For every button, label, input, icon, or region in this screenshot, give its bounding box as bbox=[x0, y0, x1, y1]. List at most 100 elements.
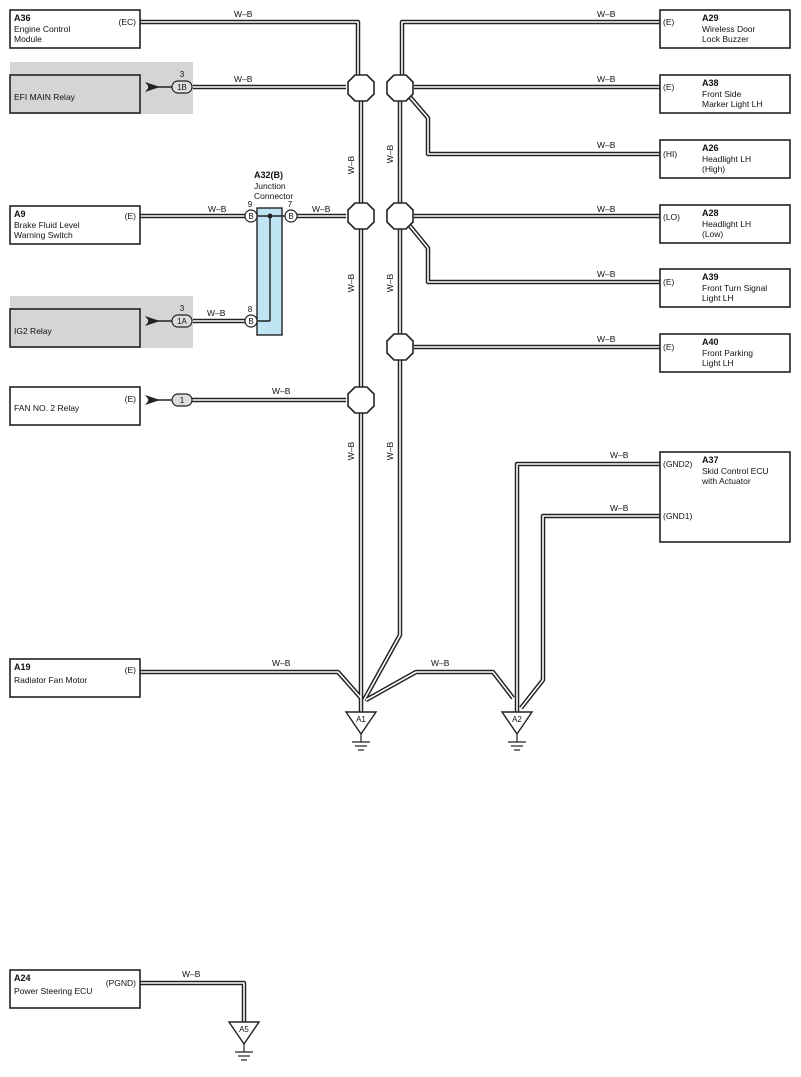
component-name: Lock Buzzer bbox=[702, 34, 749, 44]
wire-a19 bbox=[140, 669, 363, 700]
wire-a29 bbox=[399, 19, 660, 76]
wire-a1-a2 bbox=[364, 669, 515, 702]
component-code: A40 bbox=[702, 337, 719, 347]
component-name: Engine Control bbox=[14, 24, 70, 34]
wire-label: W–B bbox=[597, 269, 616, 279]
component-name: Front Turn Signal bbox=[702, 283, 767, 293]
component-pin: (LO) bbox=[663, 212, 680, 222]
component-name: Power Steering ECU bbox=[14, 986, 92, 996]
component-code: A39 bbox=[702, 272, 719, 282]
wire-label: W–B bbox=[431, 658, 450, 668]
connector-pin-number: 3 bbox=[180, 304, 185, 313]
component-code: A32(B) bbox=[254, 170, 283, 180]
wire-label: W–B bbox=[610, 503, 629, 513]
component-pin: (PGND) bbox=[106, 978, 136, 988]
wire-a37-gnd1 bbox=[519, 513, 660, 710]
component-a36: A36 Engine Control Module (EC) bbox=[9, 9, 141, 49]
splice-point bbox=[347, 74, 375, 102]
wire-label: W–B bbox=[208, 204, 227, 214]
component-a40: (E) A40 Front Parking Light LH bbox=[659, 333, 791, 373]
wire-label: W–B bbox=[597, 9, 616, 19]
wire-label: W–B bbox=[272, 386, 291, 396]
component-fan-no2-relay: FAN NO. 2 Relay (E) 1 bbox=[9, 386, 193, 426]
ground-a2: A2 bbox=[500, 711, 534, 751]
connector-label: 1 bbox=[180, 396, 185, 405]
wire-label-group: W–B W–B W–B W–B W–B W–B W–B W–B W–B W–B … bbox=[182, 9, 629, 979]
wire-label: W–B bbox=[234, 9, 253, 19]
component-name: Marker Light LH bbox=[702, 99, 762, 109]
component-name: Module bbox=[14, 34, 42, 44]
component-pin: (E) bbox=[663, 277, 675, 287]
component-name: Radiator Fan Motor bbox=[14, 675, 87, 685]
connector-label: 1B bbox=[177, 83, 187, 92]
wire-label: W–B bbox=[346, 155, 356, 174]
connector-pin bbox=[171, 314, 193, 328]
component-pin: (E) bbox=[125, 665, 137, 675]
component-name: Warning Switch bbox=[14, 230, 73, 240]
component-a29: (E) A29 Wireless Door Lock Buzzer bbox=[659, 9, 791, 49]
component-name: EFI MAIN Relay bbox=[14, 92, 76, 102]
connector-label: B bbox=[248, 317, 253, 326]
component-name: Headlight LH bbox=[702, 219, 751, 229]
component-a9: A9 Brake Fluid Level Warning Switch (E) bbox=[9, 205, 141, 245]
component-name: Front Side bbox=[702, 89, 741, 99]
wire-label: W–B bbox=[610, 450, 629, 460]
ground-a5: A5 bbox=[227, 1021, 261, 1061]
wire-label: W–B bbox=[597, 140, 616, 150]
wire-a37-gnd2 bbox=[514, 461, 660, 712]
splice-point bbox=[386, 333, 414, 361]
wire-label: W–B bbox=[385, 273, 395, 292]
component-name: (High) bbox=[702, 164, 725, 174]
component-name: Skid Control ECU bbox=[702, 466, 769, 476]
component-name: Wireless Door bbox=[702, 24, 756, 34]
ground-label: A2 bbox=[512, 715, 522, 724]
component-a24: A24 Power Steering ECU (PGND) bbox=[9, 969, 141, 1009]
connector-label: B bbox=[288, 212, 293, 221]
connector-pin-number: 3 bbox=[180, 70, 185, 79]
ground-icon bbox=[227, 1021, 261, 1046]
component-name: Light LH bbox=[702, 358, 734, 368]
component-pin: (EC) bbox=[119, 17, 137, 27]
component-pin: (E) bbox=[663, 17, 675, 27]
component-pin: (GND2) bbox=[663, 459, 692, 469]
component-code: A9 bbox=[14, 209, 26, 219]
wire-label: W–B bbox=[597, 334, 616, 344]
wire-a24 bbox=[140, 980, 247, 1022]
splice-point bbox=[386, 74, 414, 102]
ground-icon bbox=[500, 711, 534, 736]
component-code: A38 bbox=[702, 78, 719, 88]
component-code: A37 bbox=[702, 455, 719, 465]
wire-a39 bbox=[408, 224, 660, 285]
connector-label: 1A bbox=[177, 317, 187, 326]
component-code: A36 bbox=[14, 13, 31, 23]
component-name: FAN NO. 2 Relay bbox=[14, 403, 80, 413]
wire-label: W–B bbox=[385, 144, 395, 163]
component-name: Connector bbox=[254, 191, 293, 201]
wire-a26 bbox=[408, 95, 660, 157]
wire-label: W–B bbox=[385, 441, 395, 460]
component-code: A29 bbox=[702, 13, 719, 23]
ground-label: A5 bbox=[239, 1025, 249, 1034]
component-a38: (E) A38 Front Side Marker Light LH bbox=[659, 74, 791, 114]
ground-icon bbox=[344, 711, 378, 736]
component-name: Headlight LH bbox=[702, 154, 751, 164]
component-a39: (E) A39 Front Turn Signal Light LH bbox=[659, 268, 791, 308]
component-a19: A19 Radiator Fan Motor (E) bbox=[9, 658, 141, 698]
component-code: A26 bbox=[702, 143, 719, 153]
component-code: A19 bbox=[14, 662, 31, 672]
splice-point bbox=[347, 202, 375, 230]
component-code: A28 bbox=[702, 208, 719, 218]
splice-group bbox=[347, 74, 414, 414]
ground-label: A1 bbox=[356, 715, 366, 724]
wire-label: W–B bbox=[312, 204, 331, 214]
component-name: Brake Fluid Level bbox=[14, 220, 80, 230]
component-pin: (GND1) bbox=[663, 511, 692, 521]
connector-pin-number: 8 bbox=[248, 305, 253, 314]
ground-a1: A1 bbox=[344, 711, 378, 751]
component-pin: (E) bbox=[663, 342, 675, 352]
component-name: Junction bbox=[254, 181, 286, 191]
connector-pin-number: 7 bbox=[288, 200, 293, 209]
component-efi-main-relay: EFI MAIN Relay 1B 3 bbox=[9, 62, 193, 114]
wire-label: W–B bbox=[207, 308, 226, 318]
component-a26: (HI) A26 Headlight LH (High) bbox=[659, 139, 791, 179]
